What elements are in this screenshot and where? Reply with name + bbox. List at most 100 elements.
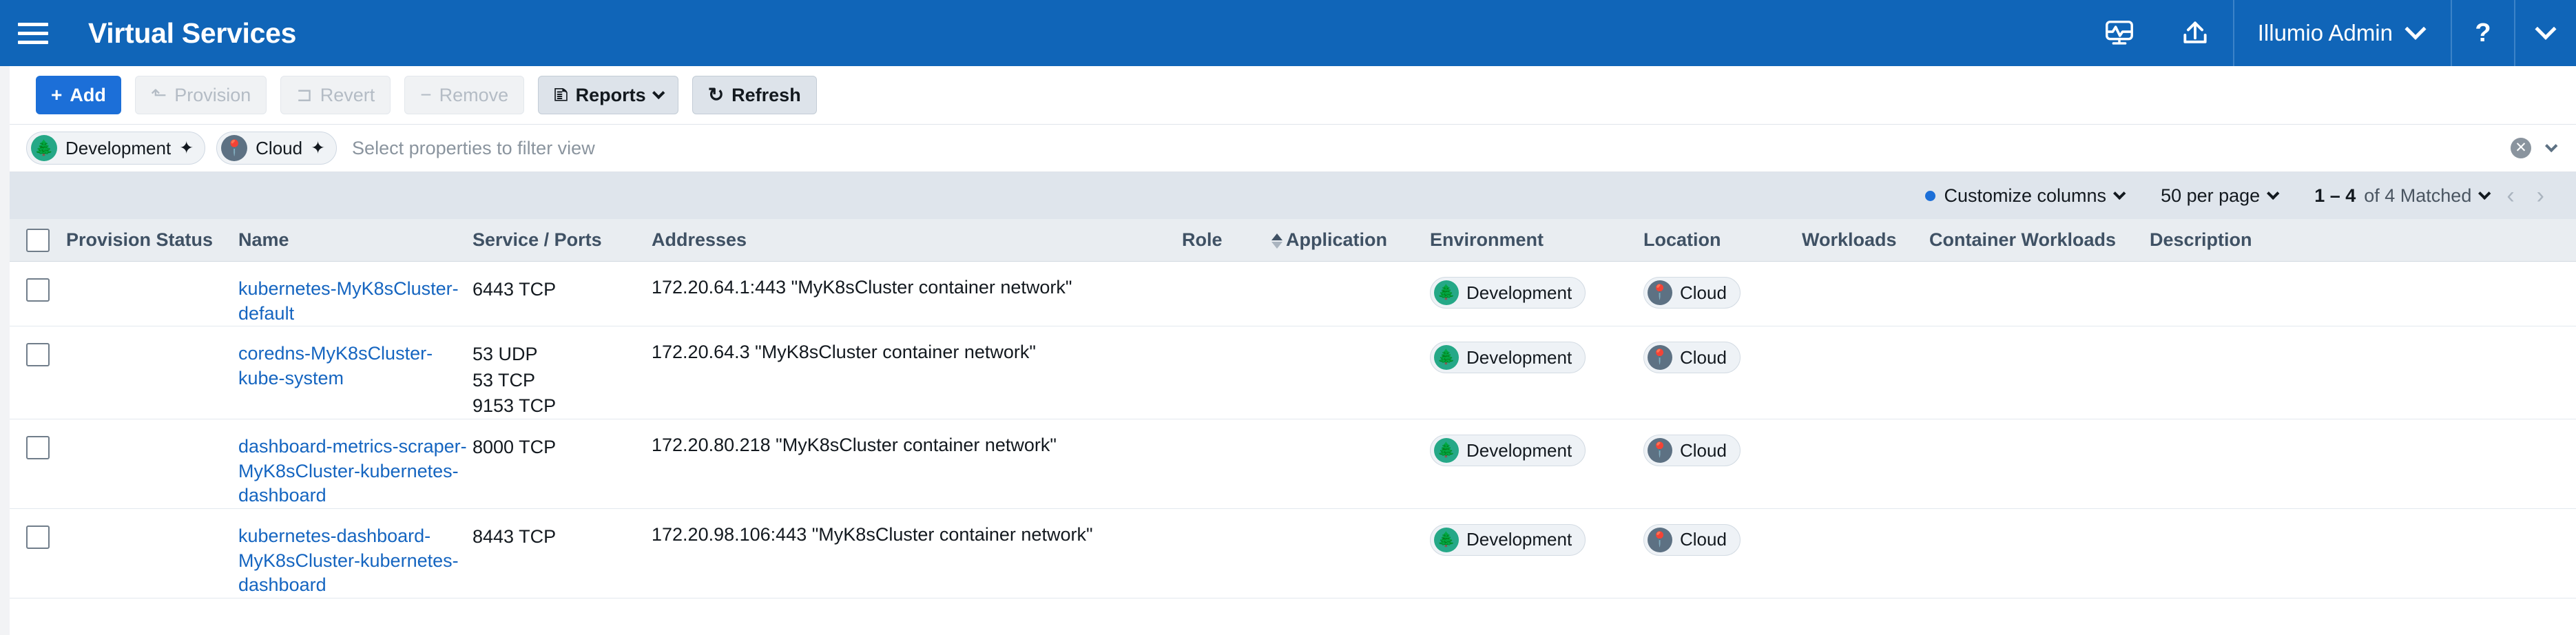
location-pin-icon: 📍 — [1648, 438, 1672, 463]
filter-pill-label: Cloud — [256, 137, 303, 158]
cell-location: 📍 Cloud — [1643, 277, 1802, 326]
app-header: Virtual Services Illumio Admin ? — [0, 0, 2576, 66]
cell-role — [1182, 524, 1271, 598]
clear-filters-icon[interactable]: ✕ — [2511, 138, 2531, 158]
provision-button[interactable]: ⬑ Provision — [134, 76, 267, 114]
cell-workloads — [1802, 277, 1929, 326]
filter-pill-development[interactable]: 🌲 Development ✦ — [26, 132, 206, 165]
virtual-service-link[interactable]: kubernetes-dashboard-MyK8sCluster-kubern… — [238, 525, 459, 596]
help-button[interactable]: ? — [2475, 18, 2491, 48]
row-checkbox-cell — [10, 524, 66, 598]
chevron-left-icon[interactable]: ‹ — [2506, 182, 2515, 209]
customize-columns-button[interactable]: Customize columns — [1925, 185, 2126, 207]
header-more-menu[interactable] — [2515, 0, 2576, 66]
location-pin-icon: 📍 — [1648, 345, 1672, 371]
per-page-selector[interactable]: 50 per page — [2161, 185, 2280, 207]
refresh-button[interactable]: ↻ Refresh — [692, 76, 817, 114]
remove-button[interactable]: − Remove — [404, 76, 525, 114]
pin-icon[interactable]: ✦ — [179, 138, 194, 158]
cell-description — [2150, 342, 2576, 419]
refresh-button-label: Refresh — [731, 84, 801, 105]
column-header-provision-status[interactable]: Provision Status — [66, 229, 214, 250]
user-menu[interactable]: Illumio Admin — [2234, 0, 2451, 66]
virtual-service-link[interactable]: dashboard-metrics-scraper-MyK8sCluster-k… — [238, 436, 467, 506]
environment-label: Development — [1466, 346, 1572, 368]
provision-button-label: Provision — [174, 84, 251, 105]
table-row[interactable]: kubernetes-dashboard-MyK8sCluster-kubern… — [10, 509, 2576, 598]
pin-icon[interactable]: ✦ — [311, 138, 326, 158]
cell-workloads — [1802, 342, 1929, 419]
location-pin-icon: 📍 — [1648, 527, 1672, 552]
column-header-role[interactable]: Role — [1182, 229, 1223, 250]
add-button[interactable]: + Add — [36, 76, 121, 114]
column-header-addresses[interactable]: Addresses — [652, 229, 747, 250]
virtual-service-link[interactable]: kubernetes-MyK8sCluster-default — [238, 278, 459, 324]
select-all-checkbox[interactable] — [26, 228, 50, 252]
cell-provision-status — [66, 277, 238, 326]
environment-label: Development — [1466, 439, 1572, 461]
environment-label-pill[interactable]: 🌲 Development — [1430, 277, 1586, 309]
service-port: 8443 TCP — [472, 525, 557, 547]
chevron-down-icon[interactable] — [2545, 139, 2558, 152]
row-checkbox[interactable] — [26, 343, 50, 367]
location-label-pill[interactable]: 📍 Cloud — [1643, 523, 1741, 556]
column-header-workloads[interactable]: Workloads — [1802, 229, 1897, 250]
remove-button-label: Remove — [439, 84, 509, 105]
cell-location: 📍 Cloud — [1643, 523, 1802, 598]
customize-columns-label: Customize columns — [1944, 185, 2107, 206]
chevron-right-icon[interactable]: › — [2536, 182, 2544, 209]
cell-container-workloads — [1929, 277, 2150, 326]
hamburger-icon[interactable] — [0, 0, 66, 66]
upload-export-icon[interactable] — [2157, 0, 2233, 66]
environment-label-pill[interactable]: 🌲 Development — [1430, 435, 1586, 466]
table-row[interactable]: kubernetes-MyK8sCluster-default 6443 TCP… — [10, 262, 2576, 327]
location-label-pill[interactable]: 📍 Cloud — [1643, 435, 1741, 466]
column-header-description[interactable]: Description — [2150, 229, 2252, 250]
column-header-environment[interactable]: Environment — [1430, 229, 1544, 250]
left-rail — [0, 66, 10, 635]
table-row[interactable]: dashboard-metrics-scraper-MyK8sCluster-k… — [10, 419, 2576, 509]
cell-service-ports: 8443 TCP — [472, 524, 652, 598]
location-label-pill[interactable]: 📍 Cloud — [1643, 277, 1741, 309]
action-toolbar: + Add ⬑ Provision ⊐ Revert − Remove 🗈 Re… — [0, 66, 2576, 124]
table-header-row: Provision Status Name Service / Ports Ad… — [10, 219, 2576, 262]
reports-button[interactable]: 🗈 Reports — [538, 76, 678, 114]
filter-bar[interactable]: 🌲 Development ✦ 📍 Cloud ✦ Select propert… — [10, 124, 2576, 172]
matched-of-label: of 4 Matched — [2364, 185, 2472, 206]
page-title: Virtual Services — [88, 17, 297, 49]
filter-input-placeholder[interactable]: Select properties to filter view — [352, 137, 595, 158]
column-header-application[interactable]: Application — [1271, 229, 1430, 251]
row-checkbox[interactable] — [26, 525, 50, 549]
cell-application — [1271, 435, 1430, 508]
cell-environment: 🌲 Development — [1430, 435, 1643, 508]
column-header-location[interactable]: Location — [1643, 229, 1721, 250]
cell-addresses: 172.20.80.218 "MyK8sCluster container ne… — [652, 435, 1057, 455]
revert-button-label: Revert — [320, 84, 375, 105]
cell-provision-status — [66, 524, 238, 598]
tree-icon: 🌲 — [31, 135, 57, 161]
column-header-name[interactable]: Name — [238, 229, 289, 250]
virtual-service-link[interactable]: coredns-MyK8sCluster-kube-system — [238, 343, 433, 388]
filter-pill-cloud[interactable]: 📍 Cloud ✦ — [216, 132, 337, 165]
row-checkbox[interactable] — [26, 436, 50, 459]
chevron-down-icon — [2267, 187, 2280, 200]
environment-label-pill[interactable]: 🌲 Development — [1430, 523, 1586, 556]
monitor-activity-icon[interactable] — [2081, 0, 2157, 66]
table-control-bar: Customize columns 50 per page 1 – 4 of 4… — [10, 172, 2576, 219]
cell-container-workloads — [1929, 524, 2150, 598]
matched-count-selector[interactable]: 1 – 4 of 4 Matched — [2314, 185, 2491, 207]
revert-button[interactable]: ⊐ Revert — [280, 76, 391, 114]
cell-workloads — [1802, 435, 1929, 508]
cell-environment: 🌲 Development — [1430, 342, 1643, 419]
chevron-down-icon — [652, 86, 665, 99]
environment-label-pill[interactable]: 🌲 Development — [1430, 342, 1586, 374]
row-checkbox[interactable] — [26, 278, 50, 302]
location-pin-icon: 📍 — [1648, 280, 1672, 305]
location-label: Cloud — [1680, 282, 1727, 303]
environment-label: Development — [1466, 529, 1572, 550]
column-header-container-workloads[interactable]: Container Workloads — [1929, 229, 2117, 250]
location-label-pill[interactable]: 📍 Cloud — [1643, 342, 1741, 374]
matched-range: 1 – 4 — [2314, 185, 2356, 206]
column-header-service-ports[interactable]: Service / Ports — [472, 229, 602, 250]
